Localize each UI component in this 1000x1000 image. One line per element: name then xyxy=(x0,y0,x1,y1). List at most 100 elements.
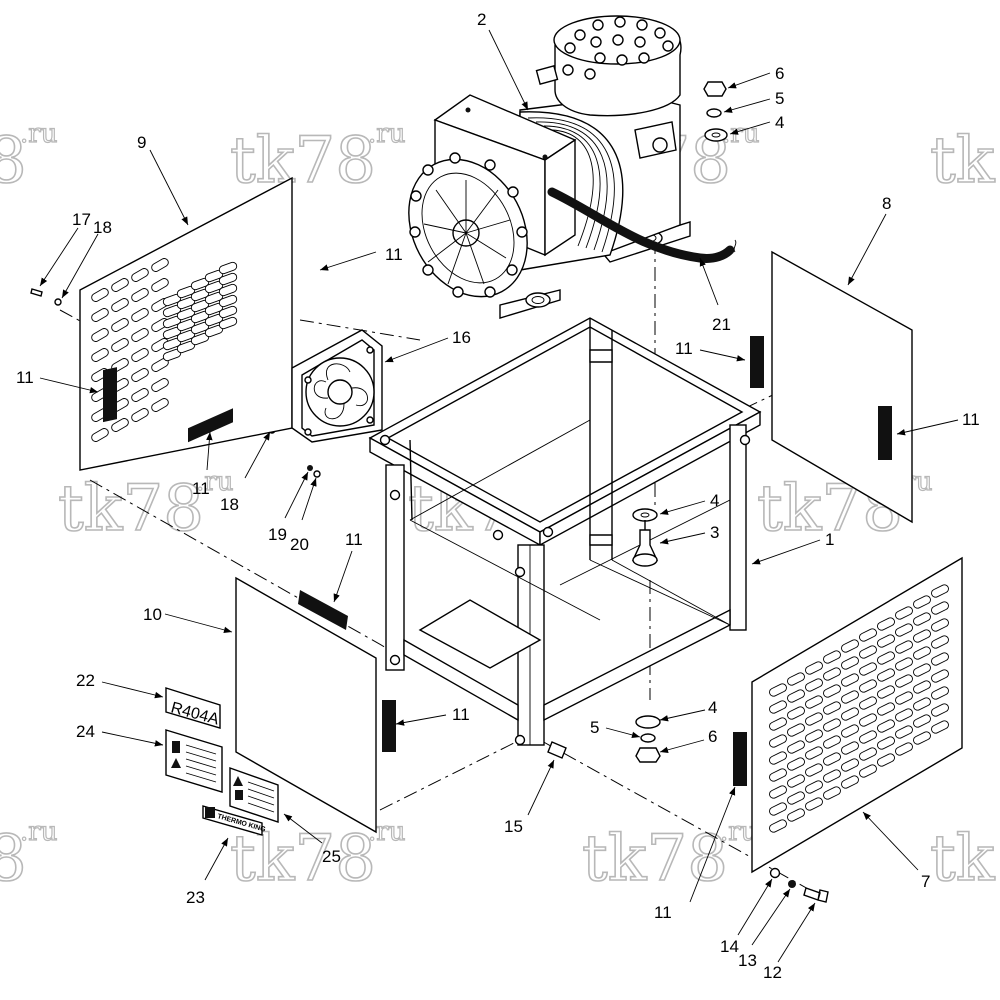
louver-slot xyxy=(877,685,895,699)
louver-slot xyxy=(131,408,149,422)
callout-15: 15 xyxy=(504,817,523,836)
callout-16: 16 xyxy=(452,328,471,347)
callout-5-bottom: 5 xyxy=(590,718,599,737)
louver-slot xyxy=(769,768,787,782)
louver-slot xyxy=(805,695,823,709)
louver-slot xyxy=(823,752,841,766)
louver-slot xyxy=(877,634,895,648)
callout-18-top: 18 xyxy=(93,218,112,237)
watermark-text: 8 xyxy=(0,124,27,198)
louver-slot xyxy=(913,595,931,609)
louver-slot xyxy=(787,672,805,686)
louver-slot xyxy=(769,802,787,816)
louver-slot xyxy=(859,713,877,727)
louver-slot xyxy=(931,669,949,683)
louver-slot xyxy=(841,656,859,670)
callout-7: 7 xyxy=(921,872,930,891)
louver-slot xyxy=(769,683,787,697)
louver-slot xyxy=(895,742,913,756)
washer-4 xyxy=(632,508,658,522)
panel-10 xyxy=(235,576,396,834)
louver-slot xyxy=(823,769,841,783)
louver-slot xyxy=(859,645,877,659)
callout-11-left: 11 xyxy=(16,368,34,387)
louver-slot xyxy=(913,646,931,660)
warning-decal-25 xyxy=(229,767,279,823)
louver-slot xyxy=(823,684,841,698)
louver-slot xyxy=(931,601,949,615)
louver-slot xyxy=(877,753,895,767)
bolt-12 xyxy=(803,887,829,903)
louver-slot xyxy=(895,657,913,671)
washer-4-lower xyxy=(635,715,661,729)
louver-slot xyxy=(787,757,805,771)
watermark-text: tk78 xyxy=(58,472,204,546)
screw-17 xyxy=(30,288,43,297)
nut-6-top xyxy=(703,81,727,97)
louver-slot xyxy=(895,606,913,620)
louver-slot xyxy=(877,702,895,716)
louver-slot xyxy=(151,338,169,352)
louver-slot xyxy=(859,662,877,676)
watermark-text: tk xyxy=(930,124,996,198)
louver-slot xyxy=(151,378,169,392)
fan-16 xyxy=(291,329,383,443)
nut-6 xyxy=(635,747,661,763)
watermark-text: tk xyxy=(930,822,996,896)
callout-4-mid: 4 xyxy=(710,491,719,510)
louver-slot xyxy=(805,797,823,811)
callout-23: 23 xyxy=(186,888,205,907)
watermark-suffix: .ru xyxy=(20,119,57,149)
label-11-panel10 xyxy=(382,700,396,752)
watermark-layer: tk78 .ru tk78 .ru tk 8 .ru tk78 .ru tk78… xyxy=(0,118,997,896)
louver-slot xyxy=(859,764,877,778)
louver-slot xyxy=(218,283,238,297)
callout-11-frame: 11 xyxy=(675,339,693,358)
louver-slot xyxy=(823,735,841,749)
watermark-suffix: .ru xyxy=(20,817,57,847)
power-cable xyxy=(547,187,735,263)
callout-4-bottom: 4 xyxy=(708,698,717,717)
louver-slot xyxy=(805,712,823,726)
louver-slot xyxy=(931,720,949,734)
louver-slot xyxy=(131,368,149,382)
louver-slot xyxy=(913,663,931,677)
callout-13: 13 xyxy=(738,951,757,970)
brand-decal-23 xyxy=(202,805,263,836)
louver-slot xyxy=(931,584,949,598)
louver-slot xyxy=(877,736,895,750)
louver-slot xyxy=(895,623,913,637)
leader-lines xyxy=(39,29,959,963)
louver-slot xyxy=(131,348,149,362)
louver-slot xyxy=(218,305,238,319)
louver-slot xyxy=(913,629,931,643)
watermark-suffix: .ru xyxy=(368,119,405,149)
callout-10: 10 xyxy=(143,605,162,624)
watermark-text: 8 xyxy=(0,822,27,896)
callout-17: 17 xyxy=(72,210,91,229)
louver-slot xyxy=(931,686,949,700)
louver-slot xyxy=(805,780,823,794)
louver-slot xyxy=(131,388,149,402)
fitting-15 xyxy=(547,741,567,759)
louver-slot xyxy=(859,696,877,710)
callout-5-top: 5 xyxy=(775,89,784,108)
louver-slot xyxy=(91,308,109,322)
louver-slot xyxy=(841,758,859,772)
refrigerant-decal xyxy=(165,687,221,729)
louver-slot xyxy=(877,617,895,631)
louver-slot xyxy=(787,808,805,822)
mounting-frame xyxy=(368,317,762,746)
louver-slot xyxy=(91,428,109,442)
louver-slot xyxy=(111,338,129,352)
louver-slot xyxy=(877,668,895,682)
louver-slot xyxy=(805,763,823,777)
louver-slot xyxy=(913,731,931,745)
louver-slot xyxy=(151,398,169,412)
callout-11-panel7: 11 xyxy=(654,903,672,922)
louver-slot xyxy=(787,774,805,788)
louver-slot xyxy=(131,288,149,302)
louver-slot xyxy=(859,747,877,761)
louver-slot xyxy=(218,261,238,275)
louver-slot xyxy=(895,674,913,688)
